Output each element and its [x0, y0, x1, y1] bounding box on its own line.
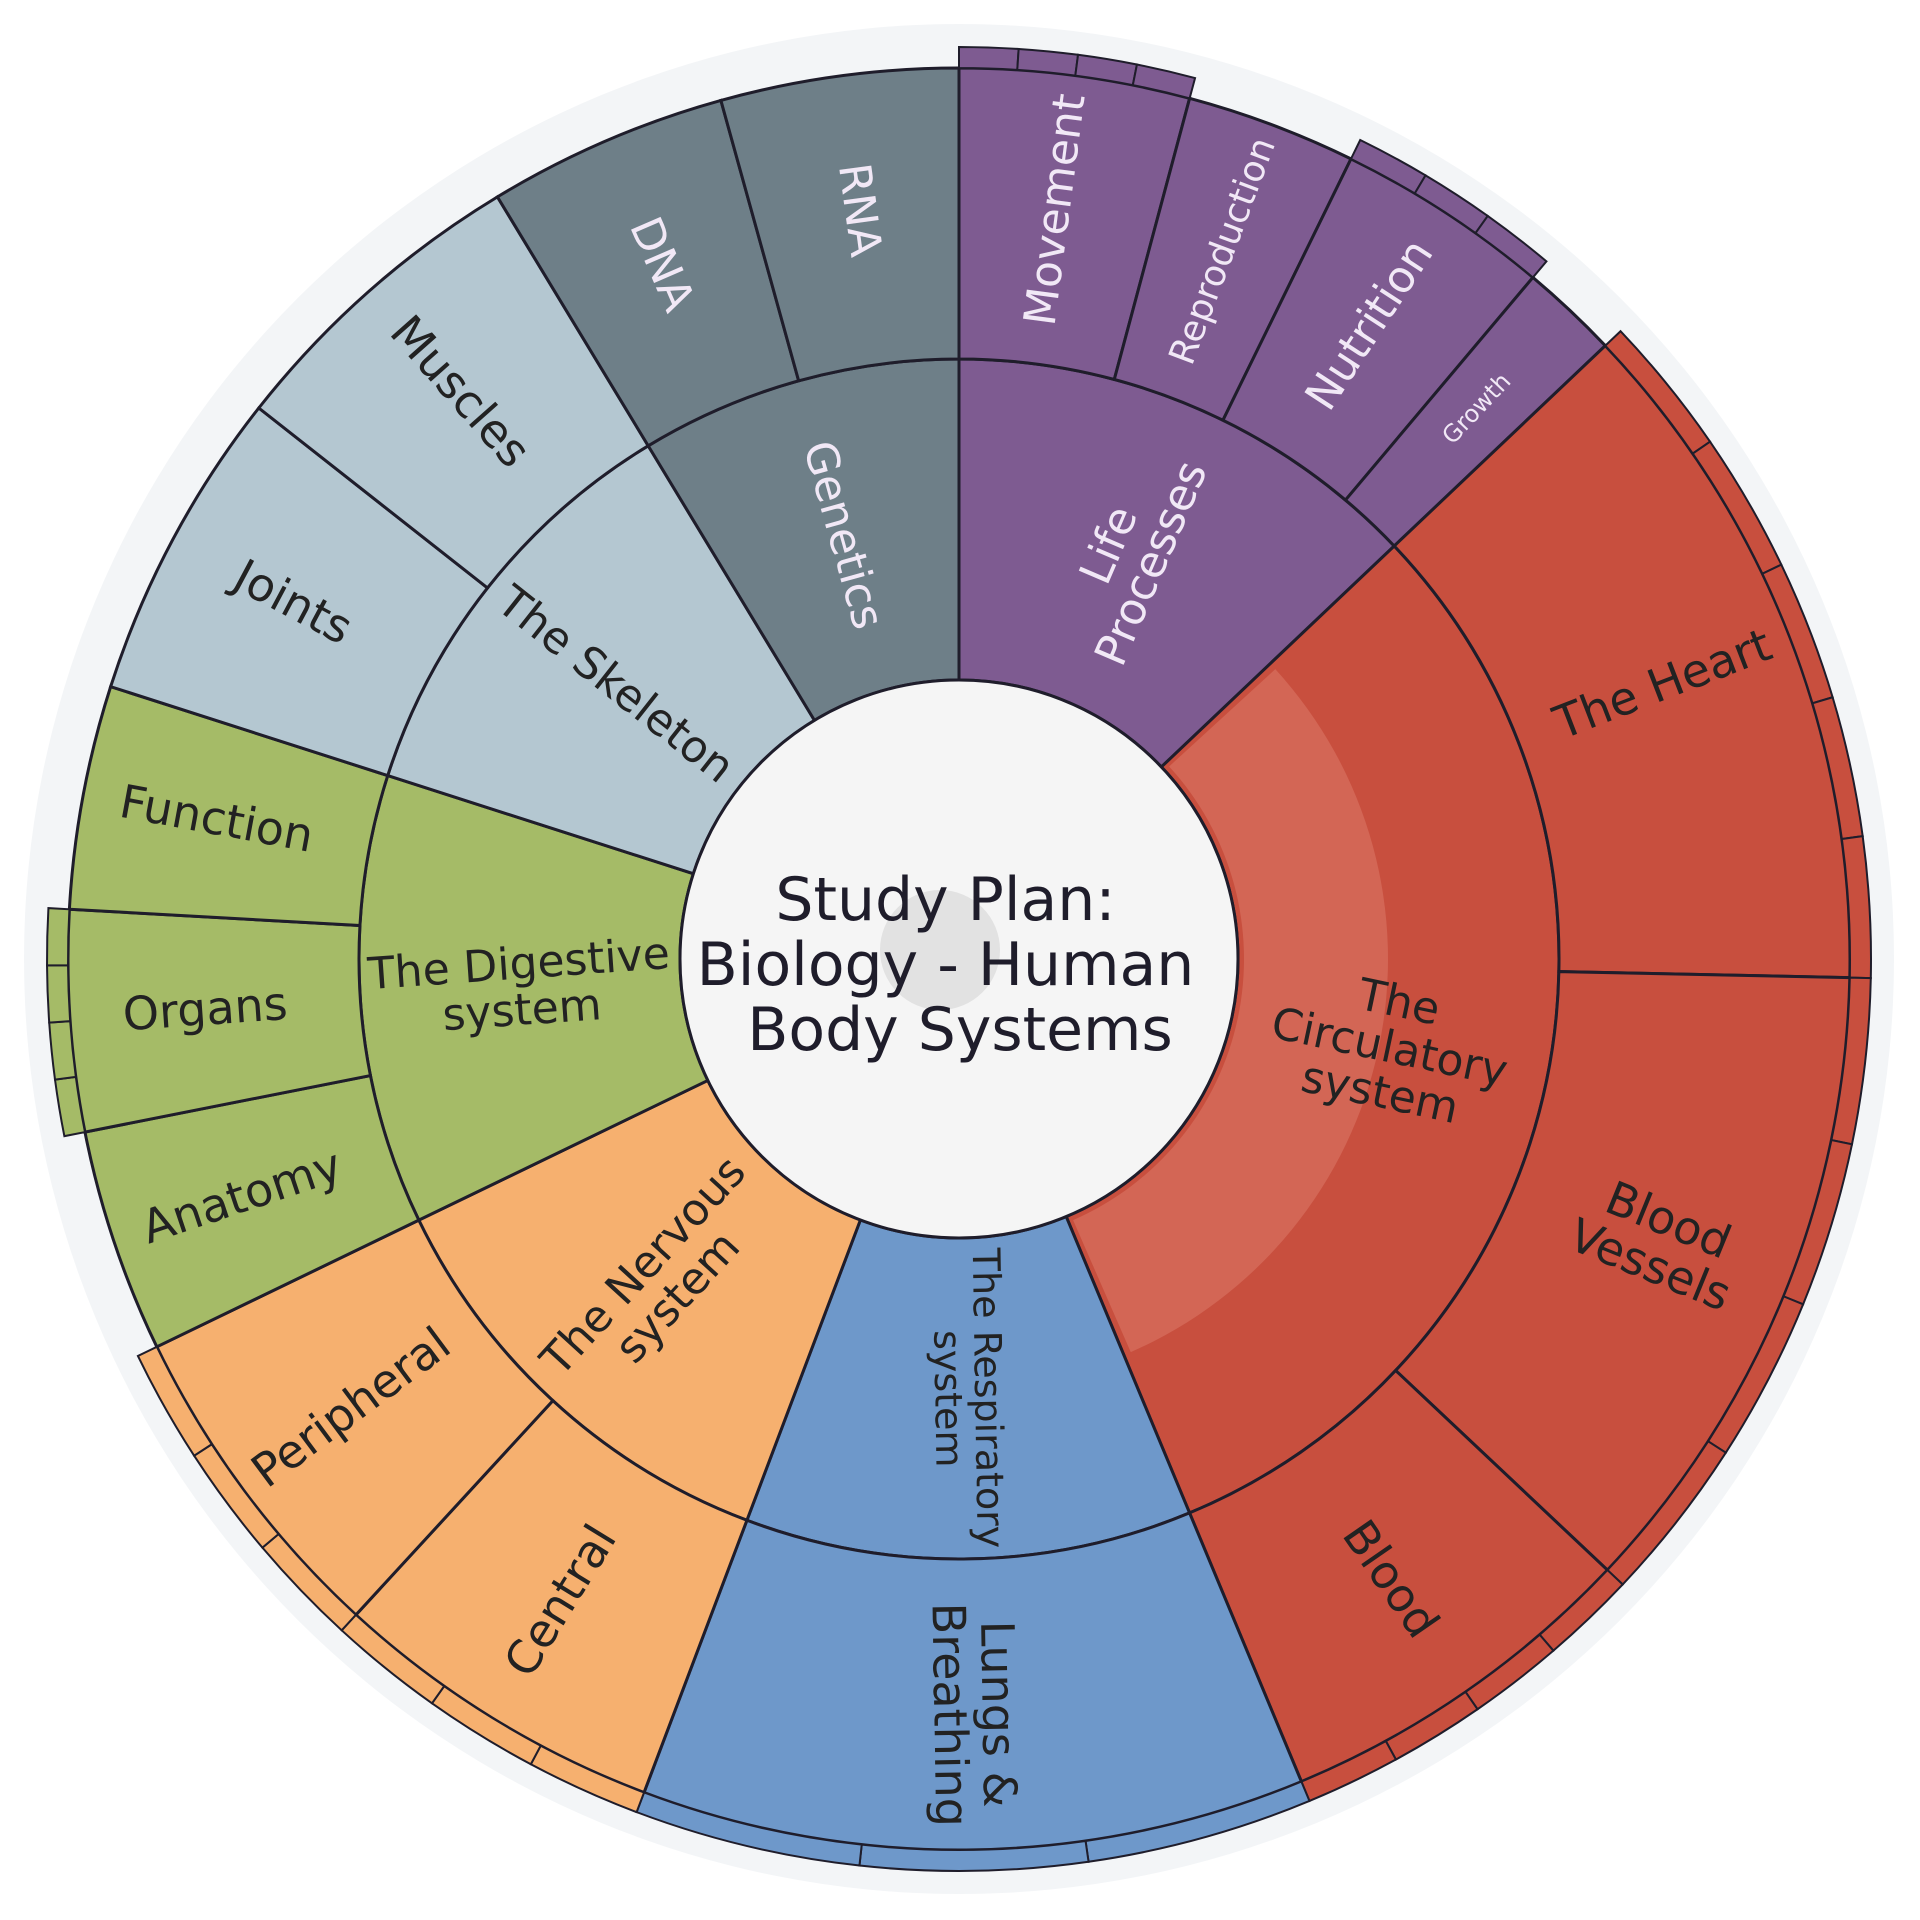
title-line-3: Body Systems [747, 995, 1173, 1065]
title-line-1: Study Plan: [775, 865, 1115, 935]
subtopic-band[interactable] [46, 907, 71, 967]
subtopic-band[interactable] [1474, 214, 1548, 279]
subtopic-band[interactable] [1131, 63, 1197, 100]
subtopic-band[interactable] [46, 964, 72, 1024]
title-line-2: Biology - Human [697, 930, 1195, 1000]
segment-topic-lungs-breathing[interactable] [642, 1510, 1304, 1852]
subtopic-band[interactable] [136, 1345, 214, 1458]
subtopic-band[interactable] [958, 45, 1020, 71]
hover-highlight [1073, 669, 1388, 1353]
center-highlight [880, 890, 1000, 1010]
center-title: Study Plan: Biology - Human Body Systems [697, 865, 1214, 1065]
